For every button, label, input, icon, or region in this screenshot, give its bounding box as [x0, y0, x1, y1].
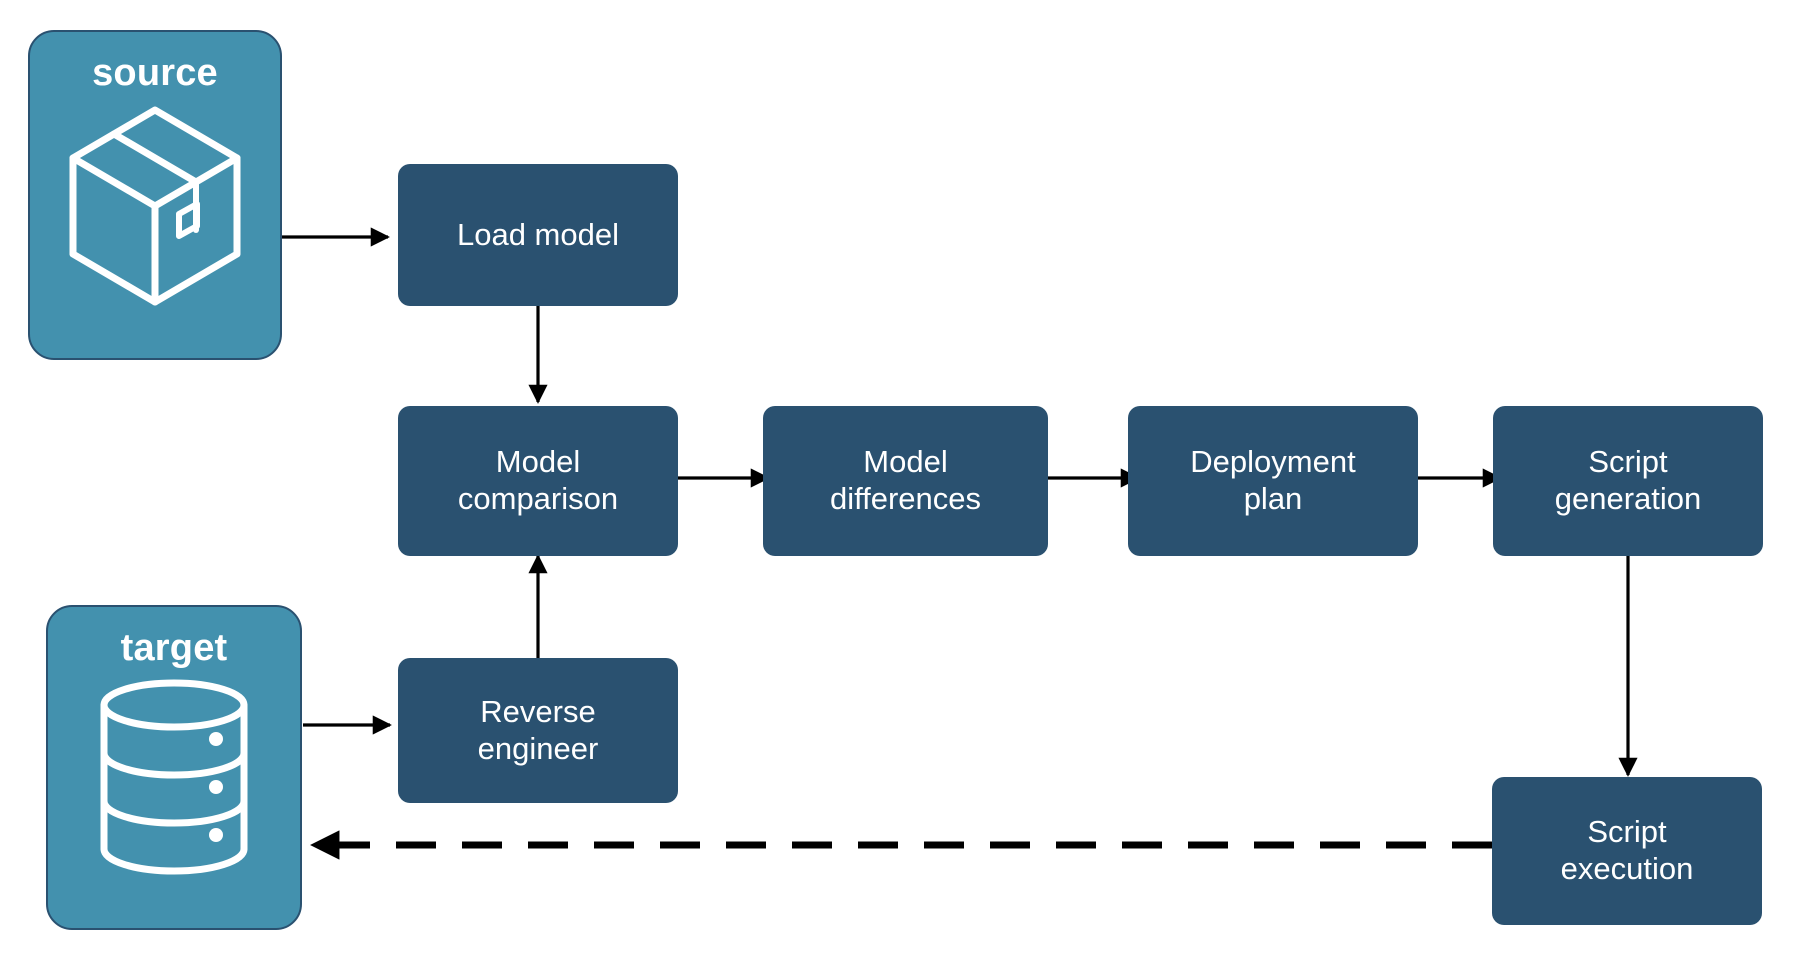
process-reverse-engineer[interactable]: Reverse engineer [398, 658, 678, 803]
process-deployment-plan-label: Deployment plan [1190, 444, 1356, 516]
process-script-execution[interactable]: Script execution [1492, 777, 1762, 925]
process-load-model[interactable]: Load model [398, 164, 678, 306]
endpoint-target-label: target [120, 627, 228, 669]
process-script-execution-label: Script execution [1560, 814, 1694, 886]
process-load-model-label: Load model [456, 216, 619, 252]
process-script-generation-label: Script generation [1554, 444, 1702, 516]
package-box-icon [60, 102, 250, 312]
endpoint-source-label: source [92, 52, 218, 94]
endpoint-target[interactable]: target [46, 605, 302, 930]
database-cylinder-icon [94, 677, 254, 887]
process-script-generation[interactable]: Script generation [1493, 406, 1763, 556]
process-model-differences-label: Model differences [829, 444, 982, 516]
process-model-differences[interactable]: Model differences [763, 406, 1048, 556]
process-model-comparison-label: Model comparison [457, 444, 619, 516]
endpoint-source[interactable]: source [28, 30, 282, 360]
process-model-comparison[interactable]: Model comparison [398, 406, 678, 556]
process-reverse-engineer-label: Reverse engineer [477, 693, 599, 766]
process-deployment-plan[interactable]: Deployment plan [1128, 406, 1418, 556]
